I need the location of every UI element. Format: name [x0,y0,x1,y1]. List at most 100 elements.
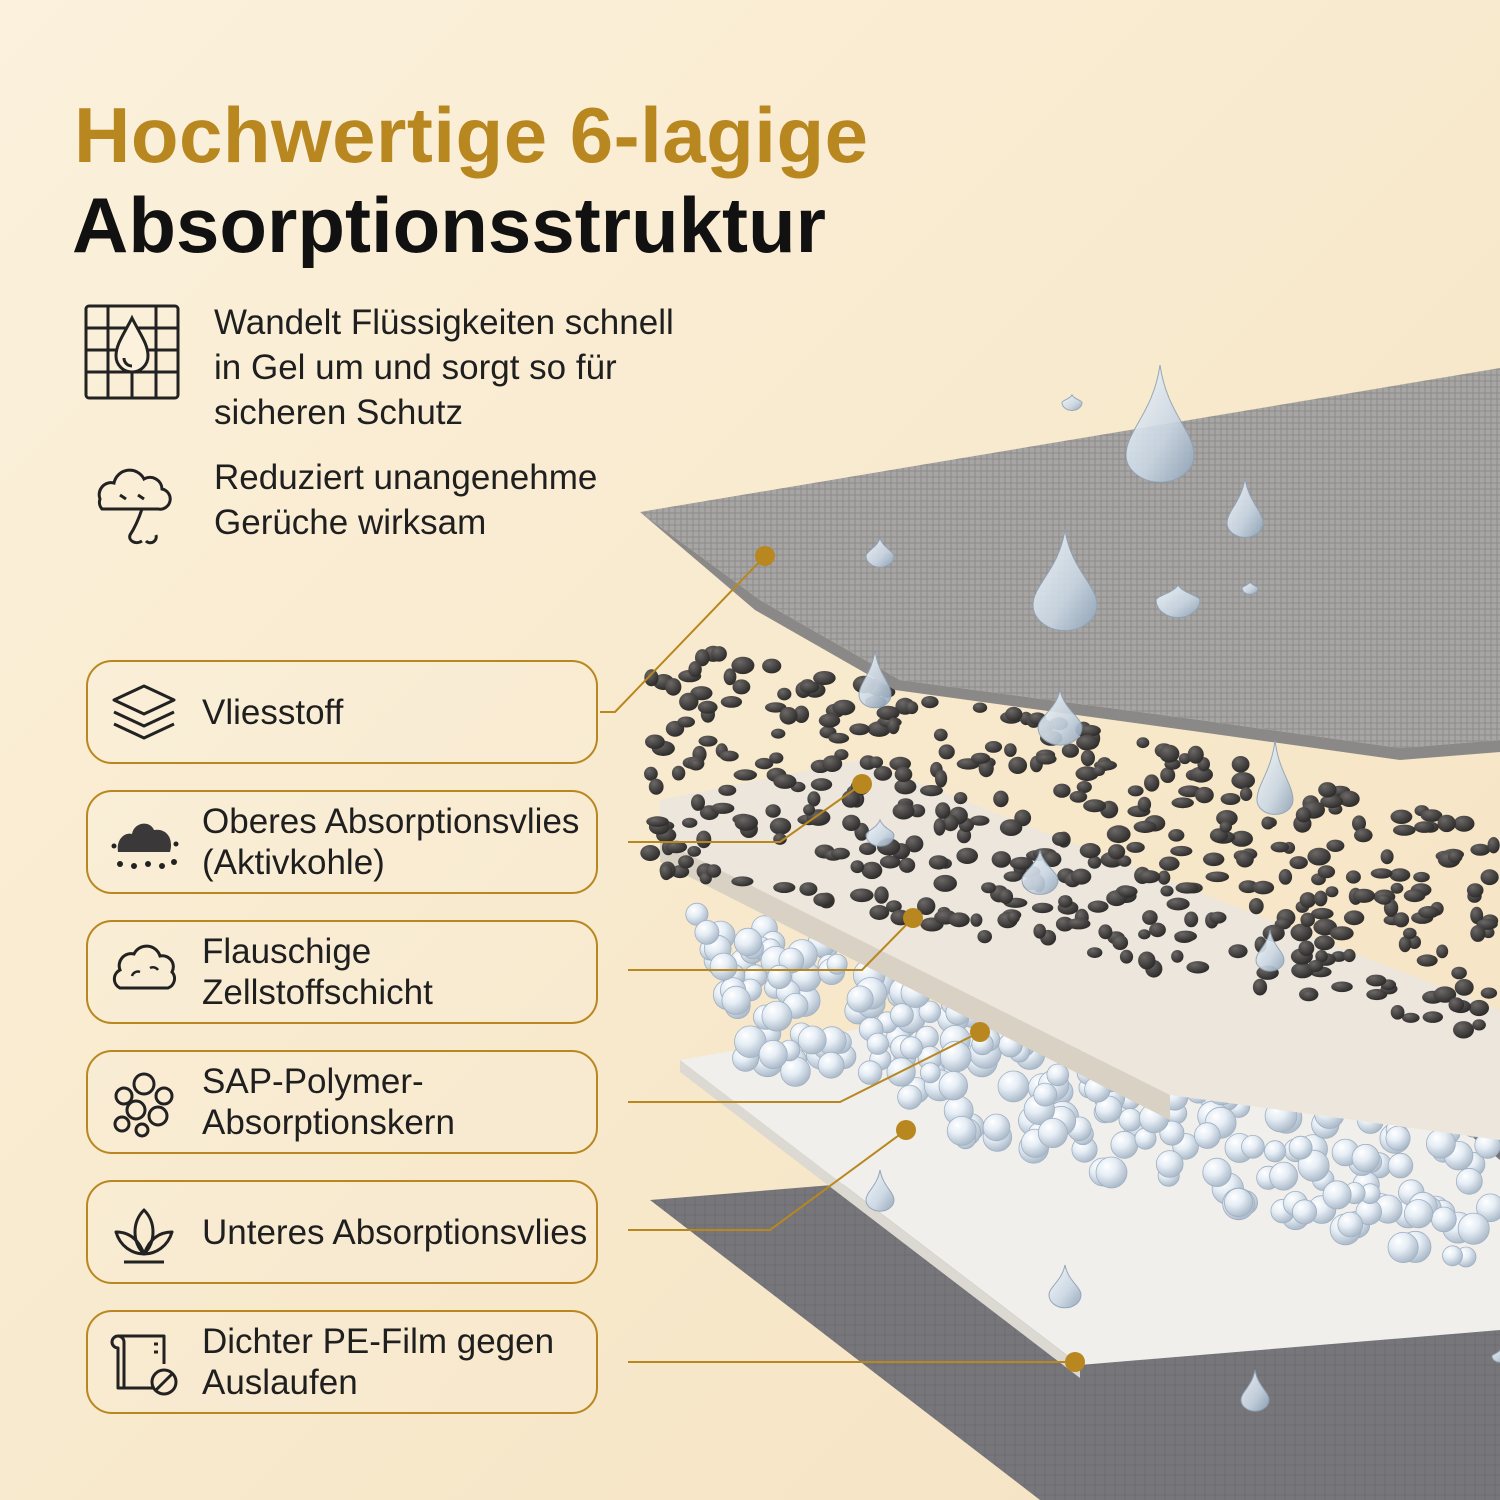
charcoal-granule [665,678,682,696]
sap-bead [1155,1150,1184,1178]
charcoal-granule [1366,974,1387,987]
sap-bead [1269,1161,1298,1191]
charcoal-granule [1033,923,1046,939]
water-droplet [1155,583,1201,619]
water-droplet [1048,1264,1082,1309]
layer-label-nonwoven: Vliesstoff [202,692,344,732]
charcoal-granule [894,778,917,795]
charcoal-granule [1009,856,1034,870]
charcoal-granule [921,696,939,709]
charcoal-granule [793,705,810,723]
charcoal-granule [1314,935,1335,951]
sap-bead [1387,1152,1414,1179]
charcoal-granule [1447,850,1463,863]
sap-bead [1264,1140,1287,1163]
charcoal-granule [718,784,737,796]
charcoal-granule [938,744,955,760]
charcoal-granule [1136,737,1150,749]
charcoal-granule [1354,828,1373,843]
sap-bead [1046,1063,1070,1087]
sap-bead [866,1032,889,1055]
water-droplet [865,1169,895,1212]
charcoal-granule [1376,894,1392,905]
charcoal-granule [831,847,850,860]
charcoal-powder-icon [111,823,179,869]
charcoal-granule [720,696,743,708]
charcoal-granule [1252,880,1275,895]
charcoal-granule [1403,927,1417,940]
water-droplet [865,818,895,847]
charcoal-granule [754,757,774,770]
charcoal-granule [1007,911,1020,924]
charcoal-granule [1066,918,1091,930]
charcoal-granule [859,842,877,855]
layer-label-sap: SAP-Polymer- Absorptionskern [202,1062,455,1142]
charcoal-granule [1004,743,1017,757]
charcoal-granule [861,861,883,880]
charcoal-granule [1159,744,1180,763]
charcoal-granule [1127,785,1144,797]
water-droplet [1241,580,1259,595]
charcoal-granule [711,802,735,814]
charcoal-granule [1352,815,1366,832]
sap-bead [1033,1082,1058,1107]
charcoal-granule [732,679,751,695]
charcoal-granule [933,874,957,892]
sap-bead [1403,1199,1434,1229]
charcoal-granule [933,818,946,836]
stacked-layers-icon [112,684,176,740]
sap-bead [939,1040,972,1073]
sap-bead [1288,1135,1313,1160]
charcoal-granule [1307,847,1331,866]
sap-bead [817,1051,845,1079]
charcoal-granule [733,769,757,781]
charcoal-granule [648,778,664,795]
title-line-2: Absorptionsstruktur [72,181,827,269]
charcoal-granule [1080,749,1095,767]
charcoal-granule [1184,911,1199,928]
charcoal-granule [876,705,900,721]
charcoal-granule [1228,944,1248,959]
water-droplet [1256,739,1294,815]
charcoal-granule [1472,1019,1486,1031]
charcoal-granule [1175,882,1199,894]
charcoal-granule [771,728,786,739]
charcoal-granule [1389,868,1411,882]
charcoal-granule [1325,886,1339,898]
feature-odor-reduction: Reduziert unangenehme Gerüche wirksam [80,455,740,559]
charcoal-granule [1171,950,1184,963]
charcoal-granule [850,860,865,874]
charcoal-granule [1079,724,1101,737]
sap-bead [761,1000,793,1032]
charcoal-granule [1398,936,1412,953]
charcoal-granule [1220,793,1241,805]
charcoal-granule [1166,897,1190,911]
charcoal-granule [769,752,784,764]
charcoal-granule [1138,870,1161,884]
charcoal-granule [1108,844,1126,860]
charcoal-granule [1470,925,1486,942]
layer-label-pulp: Flauschige Zellstoffschicht [202,932,433,1012]
charcoal-granule [773,882,796,893]
sap-bead [890,1003,914,1027]
charcoal-granule [1433,986,1457,1003]
charcoal-granule [1343,910,1365,926]
water-droplet [1240,1369,1270,1412]
charcoal-granule [646,816,669,827]
charcoal-granule [1301,990,1318,1001]
charcoal-granule [1308,960,1324,972]
charcoal-granule [1448,997,1465,1012]
charcoal-granule [1157,870,1171,885]
charcoal-granule [935,769,948,788]
charcoal-granule [1069,790,1088,803]
charcoal-granule [873,766,893,781]
charcoal-granule [1451,966,1467,980]
charcoal-granule [1422,1011,1444,1023]
charcoal-granule [991,851,1011,868]
charcoal-granule [1087,900,1109,913]
charcoal-granule [1380,849,1394,865]
water-droplet [1021,849,1059,895]
charcoal-granule [999,819,1023,836]
charcoal-granule [1230,830,1253,847]
charcoal-granule [1117,885,1138,898]
